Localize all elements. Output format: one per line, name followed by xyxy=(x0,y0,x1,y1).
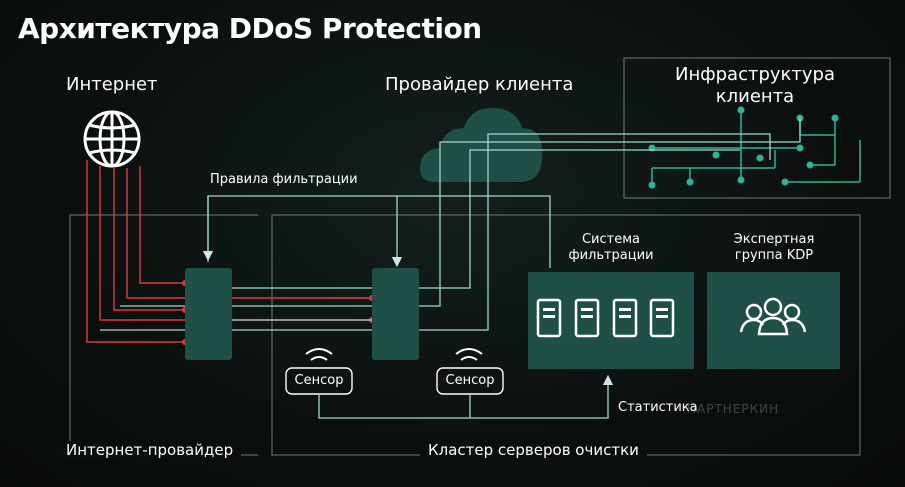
internet-label: Интернет xyxy=(66,74,158,95)
provider-filter-module xyxy=(185,268,232,360)
server-indicators xyxy=(543,308,668,318)
wifi-icon xyxy=(305,348,483,361)
cleaning-cluster-label: Кластер серверов очистки xyxy=(420,441,647,459)
statistics-label: Статистика xyxy=(618,400,698,415)
infrastructure-nodes xyxy=(648,106,839,189)
page-title: Архитектура DDoS Protection xyxy=(18,12,482,45)
filter-system-panel xyxy=(528,272,694,369)
cloud-icon xyxy=(420,108,543,182)
expert-group-panel xyxy=(707,272,840,369)
infrastructure-network xyxy=(651,110,861,185)
filter-system-label: Система фильтрации xyxy=(568,232,654,263)
provider-client-label: Провайдер клиента xyxy=(385,74,574,95)
watermark: ПАРТНЕРКИН xyxy=(687,402,780,416)
internet-provider-label: Интернет-провайдер xyxy=(58,441,242,459)
statistics-lines xyxy=(318,374,614,419)
infrastructure-label: Инфраструктура клиента xyxy=(674,64,835,107)
server-icon xyxy=(536,298,675,338)
filter-rules-lines xyxy=(202,195,551,268)
globe-icon xyxy=(83,110,141,168)
sensor-2-label: Сенсор xyxy=(445,373,495,388)
filter-rules-label: Правила фильтрации xyxy=(210,172,358,187)
cluster-filter-module xyxy=(372,268,419,360)
expert-group-label: Экспертная группа KDP xyxy=(733,232,815,263)
clean-traffic-lines xyxy=(100,118,801,331)
infrastructure-box xyxy=(623,57,891,199)
sensor-1-label: Сенсор xyxy=(294,373,344,388)
people-icon xyxy=(739,297,807,336)
